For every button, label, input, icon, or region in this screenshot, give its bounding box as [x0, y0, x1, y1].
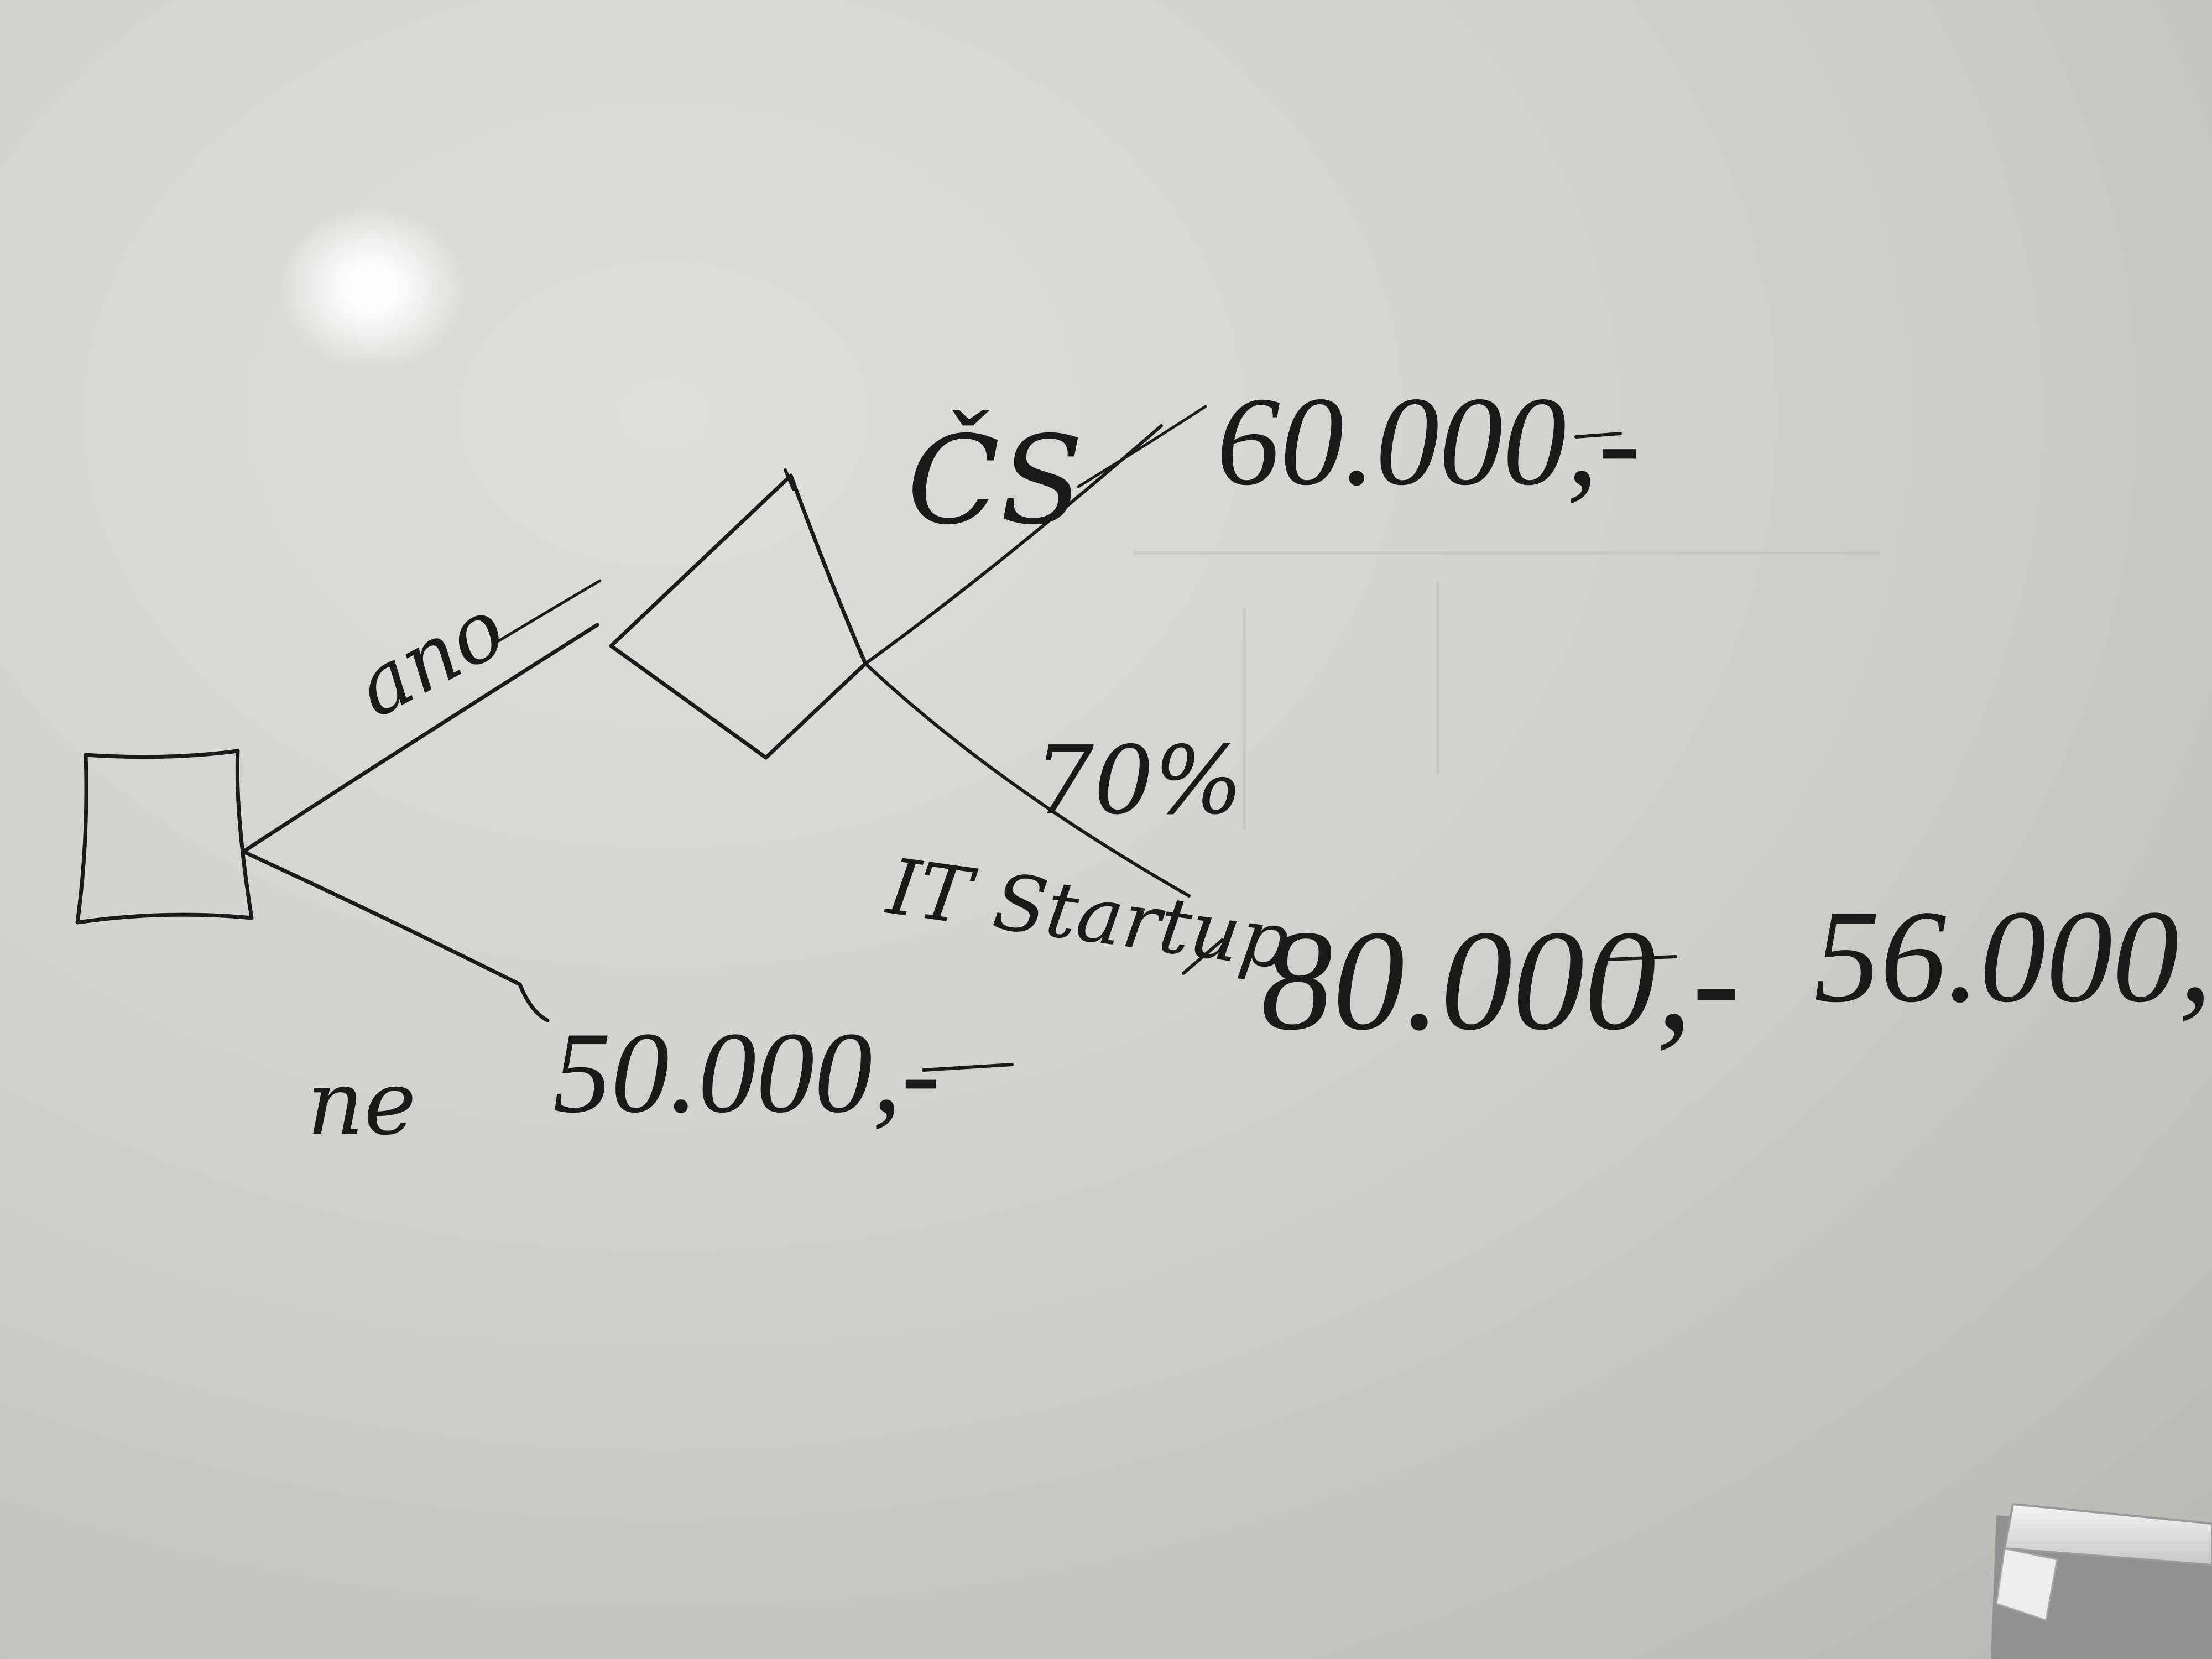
chance-node-diamond: [609, 473, 868, 760]
expected-value: 56.000,-: [1814, 883, 2212, 1030]
ghost-smudge: [1134, 551, 1880, 830]
light-glare: [276, 205, 465, 371]
label-no: ne: [307, 1051, 416, 1155]
value-cs: 60.000,-: [1217, 371, 1641, 512]
branch-it-line: [864, 662, 1191, 898]
value-cs-dash: [1574, 432, 1622, 439]
value-no: 50.000,-: [553, 1009, 940, 1137]
value-no-dash: [922, 1063, 1014, 1072]
eraser: [1991, 1503, 2212, 1659]
probability-label: 70%: [1034, 726, 1243, 836]
chance-node-tick: [784, 468, 795, 491]
branch-cs-double-stroke: [1077, 405, 1207, 488]
branch-yes-line: [241, 623, 599, 854]
decision-node-square: [75, 749, 254, 925]
value-it-arrow: [1182, 938, 1224, 975]
value-it-dash: [1608, 955, 1677, 961]
branch-no-line: [241, 849, 550, 1022]
branch-yes-double-stroke: [496, 579, 602, 643]
label-cs: ČS: [907, 410, 1083, 551]
value-it: 80.000,-: [1261, 901, 1740, 1060]
